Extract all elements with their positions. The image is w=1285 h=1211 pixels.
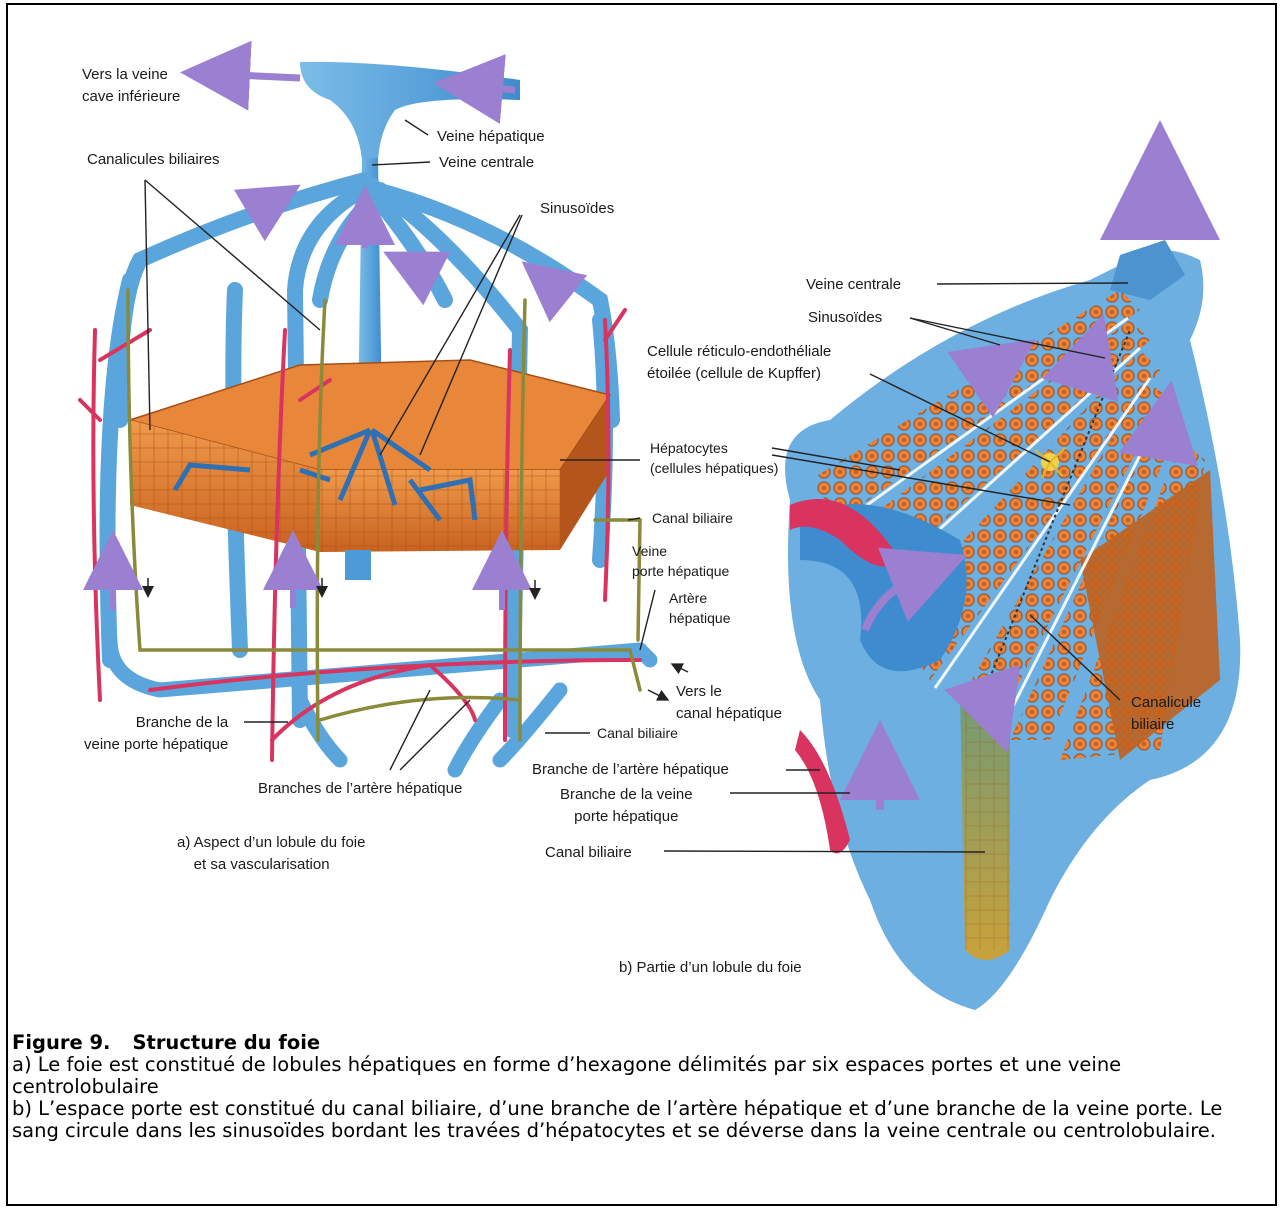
label-vers-canal-hepatique: Vers le canal hépatique: [676, 681, 782, 725]
label-kupffer: Cellule réticulo-endothéliale étoilée (c…: [647, 341, 831, 385]
label-veine-centrale-b: Veine centrale: [806, 274, 901, 296]
label-canal-biliaire-b: Canal biliaire: [545, 842, 632, 864]
label-vers-veine-cave: Vers la veine cave inférieure: [82, 64, 180, 108]
label-branche-artere-b: Branche de l’artère hépatique: [532, 759, 729, 781]
label-veine-hepatique: Veine hépatique: [437, 126, 545, 148]
label-branche-veine-porte-a: Branche de la veine porte hépatique: [84, 712, 228, 756]
label-branches-artere: Branches de l’artère hépatique: [258, 778, 462, 800]
label-sinusoides-b: Sinusoïdes: [808, 307, 882, 329]
caption-paragraph-a: a) Le foie est constitué de lobules hépa…: [12, 1054, 1262, 1098]
flow-arrow: [468, 86, 515, 90]
label-veine-centrale-a: Veine centrale: [439, 152, 534, 174]
caption-panel-a: a) Aspect d’un lobule du foie et sa vasc…: [177, 832, 365, 876]
label-branche-veine-porte-b: Branche de la veine porte hépatique: [560, 784, 693, 828]
label-canalicules-biliaires: Canalicules biliaires: [87, 149, 220, 171]
label-artere-hepatique: Artère hépatique: [669, 588, 731, 628]
caption-title: Structure du foie: [132, 1031, 320, 1054]
label-canal-biliaire-a1: Canal biliaire: [652, 508, 733, 528]
label-hepatocytes: Hépatocytes (cellules hépatiques): [650, 438, 778, 478]
caption-panel-b: b) Partie d’un lobule du foie: [619, 957, 802, 979]
caption-heading: Figure 9. Structure du foie: [12, 1032, 1262, 1054]
panel-b: [664, 180, 1240, 1010]
central-vein-stub: [345, 550, 371, 580]
figure-caption: Figure 9. Structure du foie a) Le foie es…: [12, 1032, 1262, 1142]
caption-paragraph-b: b) L’espace porte est constitué du canal…: [12, 1098, 1262, 1142]
label-sinusoides-a: Sinusoïdes: [540, 198, 614, 220]
label-veine-porte-hepatique: Veine porte hépatique: [632, 541, 729, 581]
label-canal-biliaire-a2: Canal biliaire: [597, 723, 678, 743]
flow-arrow: [215, 74, 300, 78]
caption-number: Figure 9.: [12, 1031, 110, 1054]
label-canalicule-biliaire: Canalicule biliaire: [1131, 692, 1201, 736]
